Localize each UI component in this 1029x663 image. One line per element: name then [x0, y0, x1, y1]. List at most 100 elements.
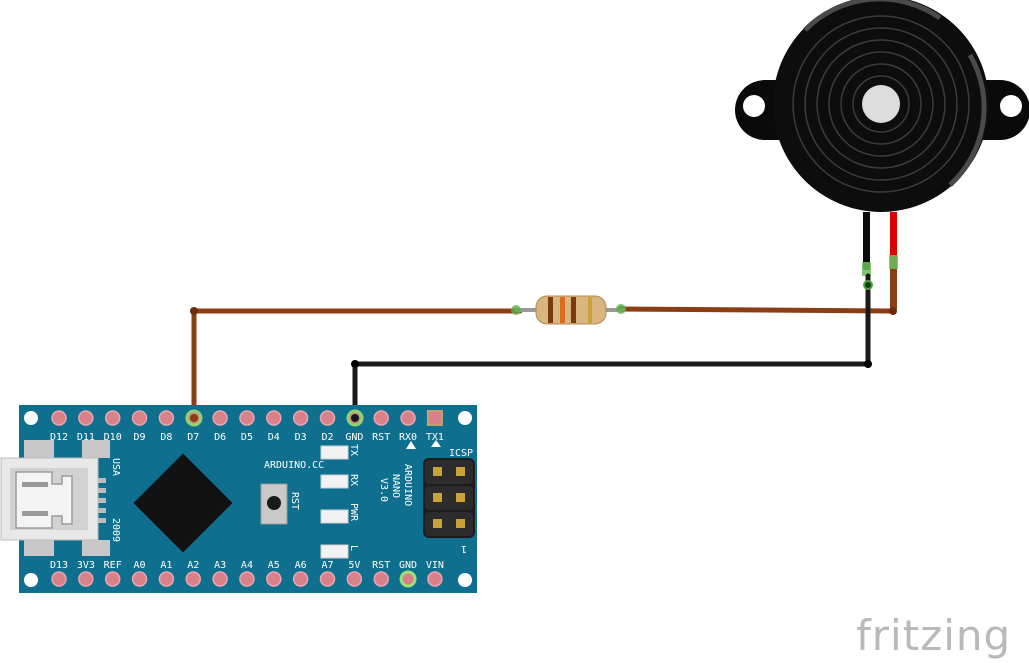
buzzer-lead-positive [890, 212, 897, 257]
bottom-pin-d13 [51, 571, 67, 587]
bottom-pin-label: A5 [268, 560, 280, 571]
top-pin-d3 [292, 410, 309, 426]
led-label-tx: TX [348, 444, 359, 456]
bottom-pin-a3 [212, 571, 228, 587]
top-pin-d11 [78, 410, 94, 426]
wire-endpoints [185, 409, 364, 427]
top-pin-d8 [158, 410, 175, 426]
mount-hole [458, 411, 472, 425]
piezo-buzzer [735, 0, 1029, 309]
pin-indicator-triangle [406, 441, 416, 449]
status-leds [320, 445, 349, 559]
bottom-pin-label: A2 [187, 560, 199, 571]
top-pin-label: D5 [241, 432, 253, 443]
bottom-pin-label: A0 [134, 560, 146, 571]
model-line-3: V3.0 [378, 478, 389, 502]
mount-hole [458, 573, 472, 587]
pin-indicator-triangle [431, 440, 441, 447]
top-pin-rx0 [400, 410, 416, 426]
resistor-endpoint [616, 304, 626, 314]
buzzer-lead-negative [863, 212, 870, 270]
model-line-1: ARDUINO [402, 464, 413, 506]
bottom-pin-a2 [185, 571, 201, 587]
bottom-pin-a0 [131, 571, 148, 587]
mount-hole [24, 411, 38, 425]
reset-label: RST [289, 492, 300, 510]
bottom-pin-label: D13 [50, 560, 68, 571]
top-pin-label: D9 [134, 432, 146, 443]
resistor-band [560, 297, 565, 323]
bottom-pin-a6 [292, 571, 309, 587]
buzzer-center [862, 85, 900, 123]
board-brand-text: ARDUINO.CC [264, 460, 324, 471]
bottom-pin-label: A7 [321, 560, 333, 571]
top-pin-label: D10 [104, 432, 122, 443]
top-pin-tx1 [426, 410, 443, 426]
resistor-band [588, 297, 592, 323]
reset-button-cap [267, 496, 281, 510]
usb-connector [0, 440, 110, 556]
bottom-pin-label: GND [399, 560, 417, 571]
bottom-pin-label: A3 [214, 560, 226, 571]
bottom-pin-rst [373, 571, 389, 587]
bottom-pin-a1 [158, 571, 175, 587]
top-pin-label: D4 [268, 432, 280, 443]
top-pin-label: GND [345, 432, 363, 443]
bottom-pin-label: A6 [295, 560, 307, 571]
fritzing-watermark: fritzing [856, 611, 1011, 660]
wire-bendpoints [190, 280, 897, 368]
buzzer-lead-positive [890, 257, 897, 309]
bottom-pin-a7 [319, 571, 336, 587]
bottom-pin-label: REF [104, 560, 122, 571]
lead-connector-green [889, 255, 898, 269]
top-pin-label: TX1 [426, 432, 444, 443]
year-label: 2009 [110, 518, 121, 542]
top-pin-d2 [319, 410, 336, 426]
resistor [511, 295, 626, 325]
buzzer-mount-hole-left [743, 95, 765, 117]
bottom-pin-ref [104, 571, 121, 587]
resistor-band [571, 297, 576, 323]
top-pin-label: D7 [187, 432, 199, 443]
resistor-endpoint [511, 305, 521, 315]
led-label-rx: RX [348, 474, 359, 486]
top-pin-rst [373, 410, 389, 426]
top-pin-d10 [104, 410, 121, 426]
top-pin-d12 [51, 410, 67, 426]
buzzer-rim-highlight [803, 0, 942, 32]
top-pin-label: D8 [160, 432, 172, 443]
top-pin-label: D3 [295, 432, 307, 443]
bottom-pin-label: 5V [348, 560, 360, 571]
top-pin-label: D6 [214, 432, 226, 443]
bottom-pin-label: 3V3 [77, 560, 95, 571]
top-pin-d4 [266, 410, 282, 426]
top-pin-label: D12 [50, 432, 68, 443]
corner-mark: 1 [461, 543, 467, 554]
led-label-l: L [348, 545, 359, 551]
top-pin-d9 [131, 410, 148, 426]
bottom-pin-5v [346, 571, 363, 587]
top-header-pins [51, 410, 443, 426]
top-pin-label: RST [372, 432, 390, 443]
wire-gnd-to-buzzer [352, 273, 871, 418]
buzzer-mount-hole-right [1000, 95, 1022, 117]
bottom-header-pins [51, 570, 443, 588]
led-label-pwr: PWR [348, 503, 359, 522]
bottom-pin-label: RST [372, 560, 390, 571]
top-pin-d6 [212, 410, 228, 426]
top-pin-d5 [239, 410, 255, 426]
icsp-header [423, 458, 475, 538]
bottom-pin-a4 [239, 571, 255, 587]
model-line-2: NANO [390, 474, 401, 498]
mount-hole [24, 573, 38, 587]
icsp-label: ICSP [449, 448, 473, 459]
bottom-pin-vin [427, 571, 443, 587]
bottom-pin-label: A1 [160, 560, 172, 571]
buzzer-rim-highlight [948, 53, 987, 187]
bottom-pin-label: A4 [241, 560, 253, 571]
lead-connector-green [862, 262, 871, 276]
bottom-pin-gnd [399, 570, 417, 588]
